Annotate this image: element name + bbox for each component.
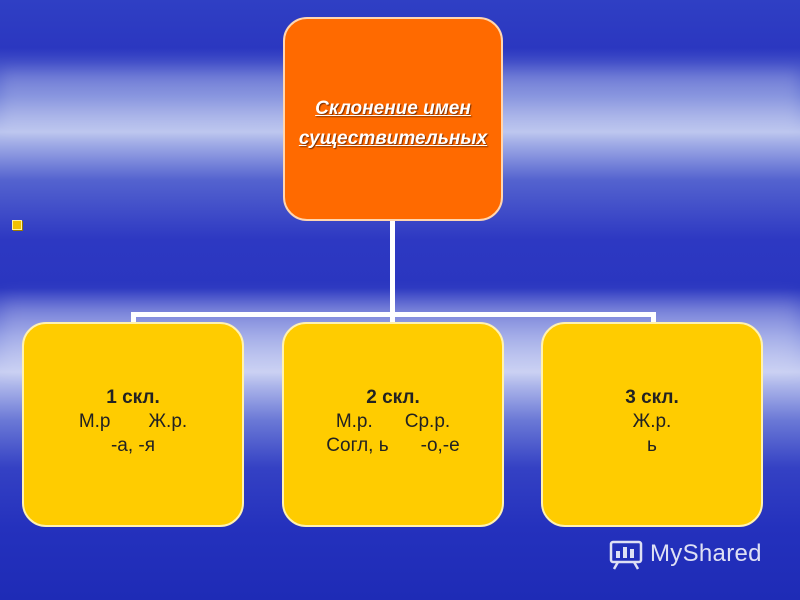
- watermark: MyShared: [608, 536, 762, 572]
- node-genders: Ж.р.: [632, 411, 672, 432]
- node-endings: ь: [647, 435, 657, 456]
- node-declension-2: 2 скл. М.р.Ср.р. Согл, ь-о,-е: [282, 322, 504, 527]
- root-node: Склонение имен существительных: [283, 17, 503, 221]
- watermark-text: MyShared: [650, 540, 762, 567]
- node-endings: -а, -я: [110, 435, 156, 456]
- node-endings: Согл, ь-о,-е: [326, 435, 460, 456]
- connector-node-2: [390, 312, 395, 324]
- connector-node-3: [651, 312, 656, 324]
- connector-root-down: [390, 221, 395, 315]
- bullet-marker: [12, 220, 22, 230]
- node-declension-3: 3 скл. Ж.р. ь: [541, 322, 763, 527]
- root-node-title: Склонение имен существительных: [298, 98, 488, 149]
- presentation-board-icon: [609, 540, 643, 570]
- node-genders: М.р.Ср.р.: [335, 411, 451, 432]
- connector-node-1: [131, 312, 136, 324]
- node-title: 3 скл.: [625, 387, 679, 408]
- node-title: 2 скл.: [366, 387, 420, 408]
- node-title: 1 скл.: [106, 387, 160, 408]
